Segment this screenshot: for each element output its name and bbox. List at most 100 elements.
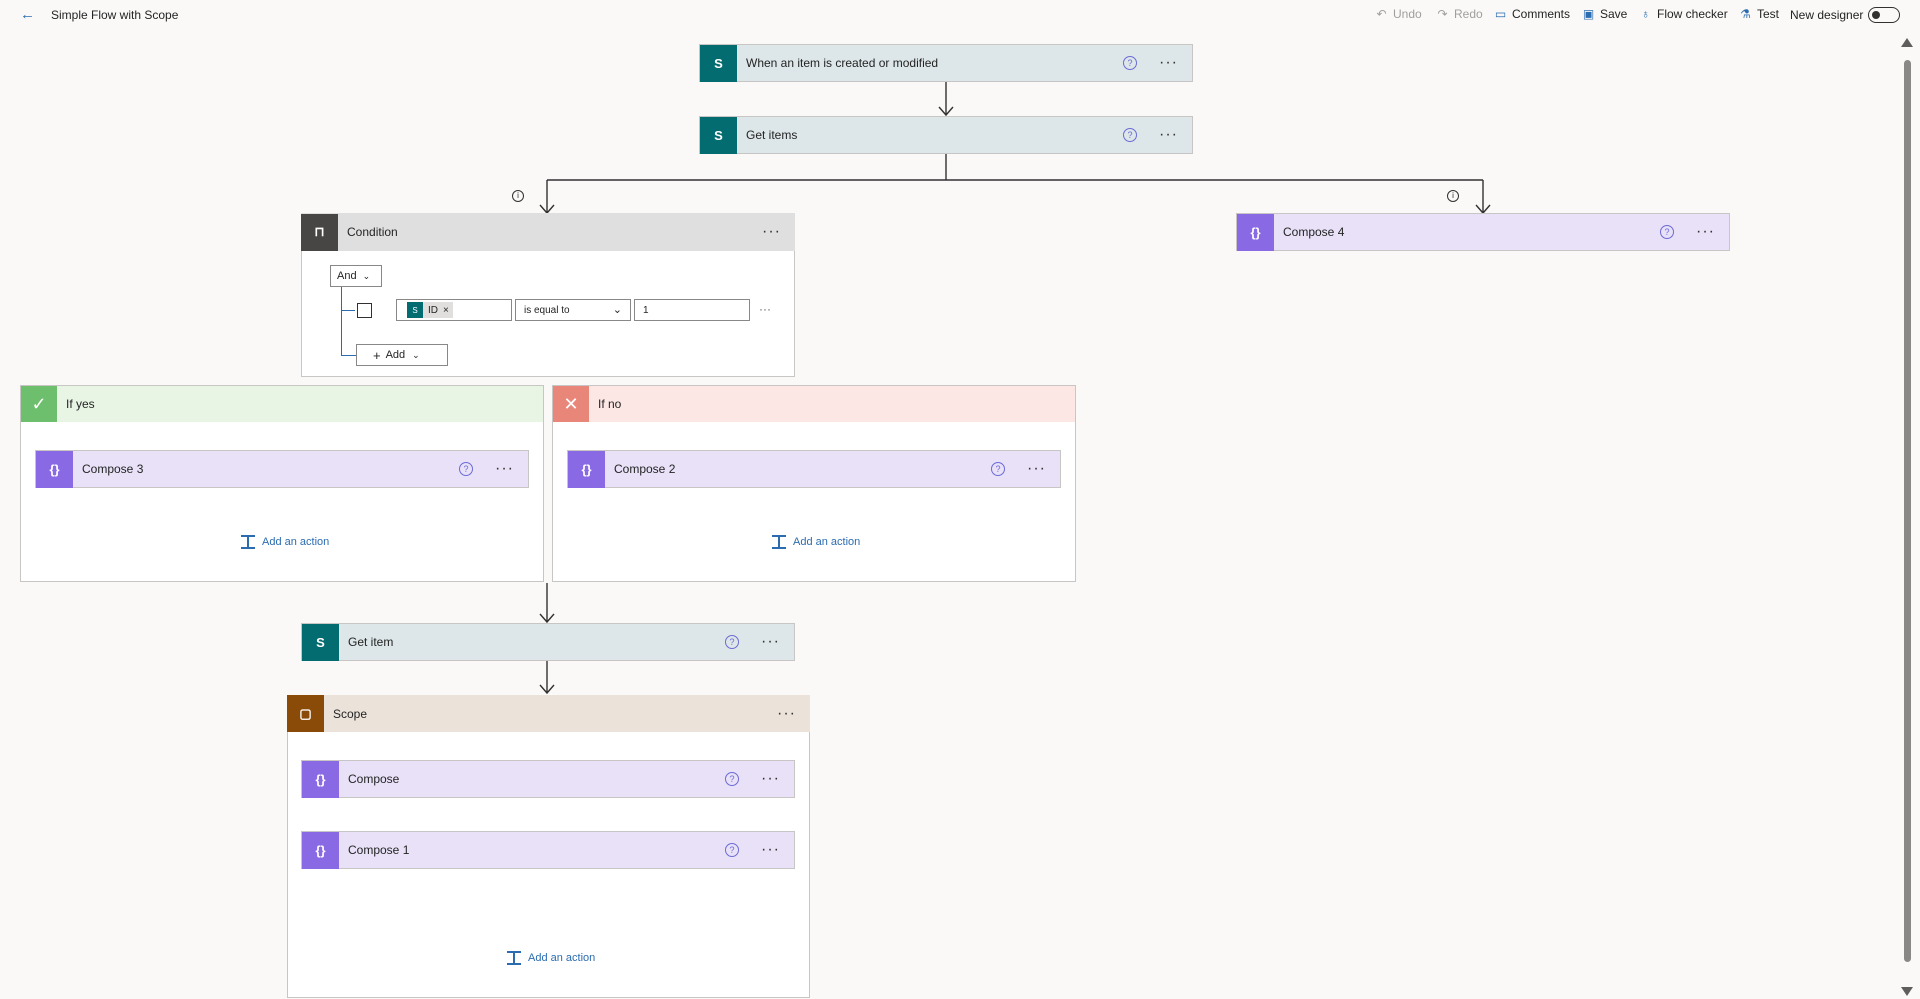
undo-icon: ↶ <box>1376 7 1387 21</box>
add-action-button[interactable]: Add an action <box>240 534 329 550</box>
right-operand-field[interactable]: 1 <box>634 299 750 321</box>
help-icon[interactable]: ? <box>1660 225 1675 239</box>
more-options-icon[interactable]: ··· <box>777 704 796 722</box>
row-more-icon[interactable]: ··· <box>759 302 771 316</box>
checkmark-icon: ✓ <box>21 386 57 422</box>
operator-value: is equal to <box>524 304 570 316</box>
redo-icon: ↷ <box>1437 7 1448 21</box>
if-no-header[interactable]: ✕ If no <box>553 386 1075 422</box>
toggle-switch[interactable] <box>1868 7 1901 23</box>
more-options-icon[interactable]: ··· <box>495 460 514 477</box>
flow-title: Simple Flow with Scope <box>51 8 179 22</box>
help-icon[interactable]: ? <box>725 772 740 786</box>
if-no-branch: ✕ If no {} Compose 2 ? ··· Add an action <box>552 385 1076 582</box>
compose-icon: {} <box>302 831 339 869</box>
if-yes-header[interactable]: ✓ If yes <box>21 386 543 422</box>
new-designer-toggle[interactable]: New designer <box>1790 7 1901 23</box>
trigger-card[interactable]: S When an item is created or modified ? … <box>699 44 1193 82</box>
condition-label: Condition <box>347 225 398 239</box>
group-operator-value: And <box>337 270 357 282</box>
scope-label: Scope <box>333 706 368 721</box>
more-options-icon[interactable]: ··· <box>761 770 780 787</box>
info-icon[interactable]: i <box>512 190 524 202</box>
compose-card[interactable]: {} Compose ? ··· <box>301 760 795 798</box>
condition-header[interactable]: ⊓ Condition ··· <box>301 213 795 251</box>
add-action-label: Add an action <box>262 536 330 548</box>
back-arrow-icon[interactable]: ← <box>20 6 35 23</box>
more-options-icon[interactable]: ··· <box>761 633 780 650</box>
save-icon: ▣ <box>1582 7 1595 21</box>
group-operator-select[interactable]: And ⌄ <box>330 265 382 287</box>
condition-icon: ⊓ <box>301 213 338 251</box>
row-checkbox[interactable] <box>357 303 372 318</box>
id-token[interactable]: S ID × <box>407 302 453 318</box>
tree-line <box>341 355 357 356</box>
more-options-icon[interactable]: ··· <box>762 223 781 240</box>
remove-token-icon[interactable]: × <box>443 304 449 316</box>
sharepoint-icon: S <box>700 44 737 82</box>
right-operand-value: 1 <box>643 304 649 316</box>
x-icon: ✕ <box>553 386 589 422</box>
more-options-icon[interactable]: ··· <box>1159 54 1178 71</box>
compose3-label: Compose 3 <box>82 462 144 476</box>
token-label: ID <box>428 304 438 316</box>
flow-checker-button[interactable]: ♁Flow checker <box>1639 7 1728 21</box>
help-icon[interactable]: ? <box>725 635 740 649</box>
more-options-icon[interactable]: ··· <box>761 841 780 858</box>
sharepoint-icon: S <box>407 302 423 318</box>
if-yes-branch: ✓ If yes {} Compose 3 ? ··· Add an actio… <box>20 385 544 582</box>
add-condition-button[interactable]: + Add ⌄ <box>356 344 448 366</box>
tree-line <box>341 310 355 311</box>
add-action-button[interactable]: Add an action <box>506 950 595 966</box>
chevron-down-icon: ⌄ <box>412 349 420 360</box>
left-operand-field[interactable]: S ID × <box>396 299 512 321</box>
add-action-icon <box>771 534 787 550</box>
help-icon[interactable]: ? <box>1123 128 1138 142</box>
compose-icon: {} <box>1237 213 1274 251</box>
more-options-icon[interactable]: ··· <box>1159 126 1178 143</box>
get-items-label: Get items <box>746 128 798 142</box>
plus-icon: + <box>373 347 381 363</box>
compose1-card[interactable]: {} Compose 1 ? ··· <box>301 831 795 869</box>
operator-select[interactable]: is equal to ⌄ <box>515 299 631 321</box>
info-icon[interactable]: i <box>1447 190 1459 202</box>
scope-icon: ▢ <box>287 695 324 732</box>
compose2-card[interactable]: {} Compose 2 ? ··· <box>567 450 1061 488</box>
compose-label: Compose <box>348 772 400 786</box>
sharepoint-icon: S <box>700 116 737 154</box>
save-button[interactable]: ▣ Save <box>1582 7 1628 21</box>
undo-button[interactable]: ↶Undo <box>1375 7 1421 21</box>
compose3-card[interactable]: {} Compose 3 ? ··· <box>35 450 529 488</box>
comments-button[interactable]: ▭Comments <box>1494 7 1570 21</box>
designer-canvas: i i S When an item is created or modifie… <box>0 30 1900 999</box>
add-label: Add <box>385 349 406 361</box>
compose2-label: Compose 2 <box>614 462 676 476</box>
redo-button[interactable]: ↷Redo <box>1436 7 1482 21</box>
scope-header[interactable]: ▢ Scope ··· <box>287 695 810 732</box>
save-label: Save <box>1600 7 1628 21</box>
get-item-card[interactable]: S Get item ? ··· <box>301 623 795 661</box>
compose4-label: Compose 4 <box>1283 225 1345 239</box>
tree-line <box>341 287 342 356</box>
scrollbar-thumb[interactable] <box>1904 60 1911 962</box>
add-action-label: Add an action <box>793 536 861 548</box>
compose-icon: {} <box>568 450 605 488</box>
get-items-card[interactable]: S Get items ? ··· <box>699 116 1193 154</box>
compose-icon: {} <box>302 760 339 798</box>
help-icon[interactable]: ? <box>725 843 740 857</box>
help-icon[interactable]: ? <box>1123 56 1138 70</box>
more-options-icon[interactable]: ··· <box>1696 223 1715 240</box>
chevron-down-icon: ⌄ <box>612 304 622 316</box>
get-item-label: Get item <box>348 635 394 649</box>
more-options-icon[interactable]: ··· <box>1027 460 1046 477</box>
vertical-scrollbar[interactable] <box>1901 38 1913 996</box>
condition-box: ⊓ Condition ··· And ⌄ S ID × is equal to… <box>301 213 795 377</box>
compose4-card[interactable]: {} Compose 4 ? ··· <box>1236 213 1730 251</box>
scroll-down-icon[interactable] <box>1901 987 1913 996</box>
help-icon[interactable]: ? <box>991 462 1006 476</box>
help-icon[interactable]: ? <box>459 462 474 476</box>
add-action-button[interactable]: Add an action <box>771 534 860 550</box>
top-bar: ← Simple Flow with Scope ↶Undo ↷Redo ▭Co… <box>0 0 1920 30</box>
scroll-up-icon[interactable] <box>1901 38 1913 47</box>
test-button[interactable]: ⚗Test <box>1739 7 1779 21</box>
